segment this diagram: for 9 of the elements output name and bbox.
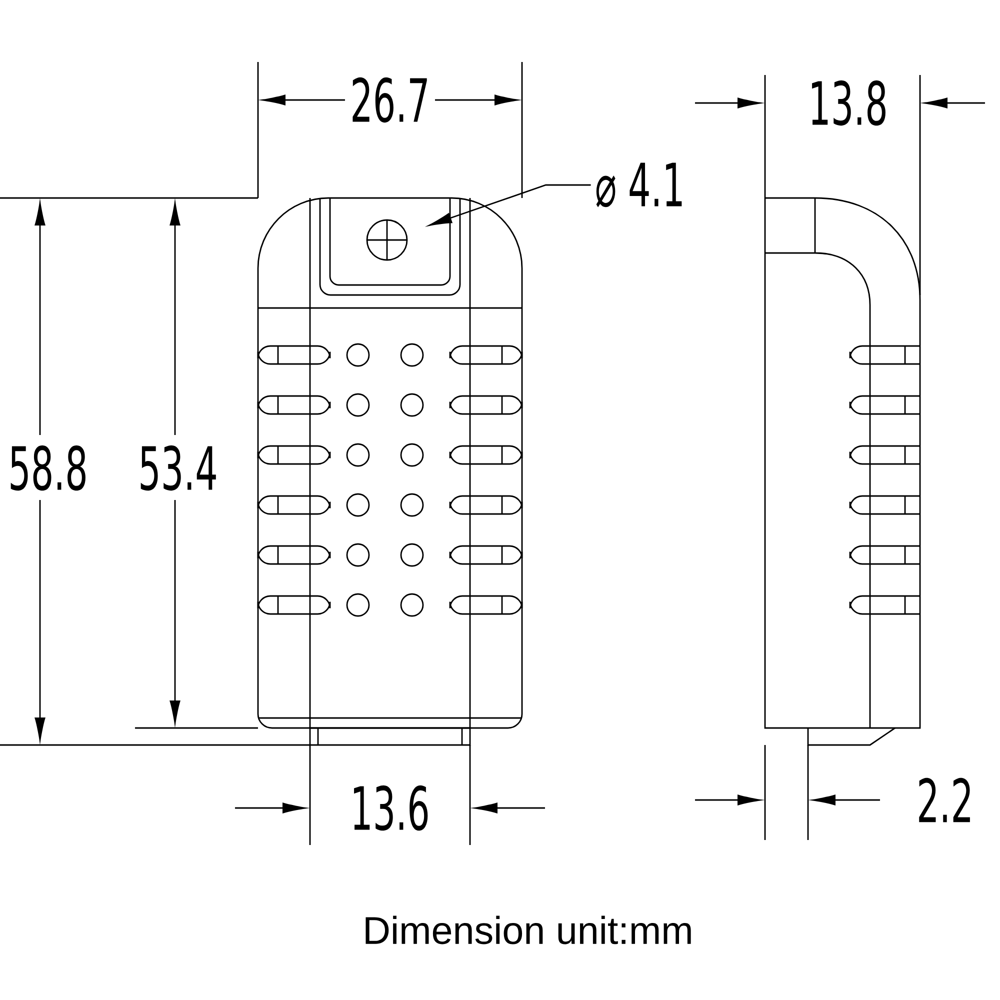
dimension-label: 58.8 bbox=[10, 445, 86, 491]
dimension-label: 26.7 bbox=[352, 77, 427, 123]
dimension-label: 13.6 bbox=[354, 785, 428, 831]
caption: Dimension unit:mm bbox=[366, 916, 691, 944]
dimension-label: 2.2 bbox=[919, 778, 970, 822]
dimension-label: 53.4 bbox=[140, 445, 216, 491]
mounting-hole bbox=[366, 219, 408, 261]
dimension-label: ⌀ 4.1 bbox=[596, 162, 682, 208]
dimension-label: 13.8 bbox=[812, 80, 886, 126]
